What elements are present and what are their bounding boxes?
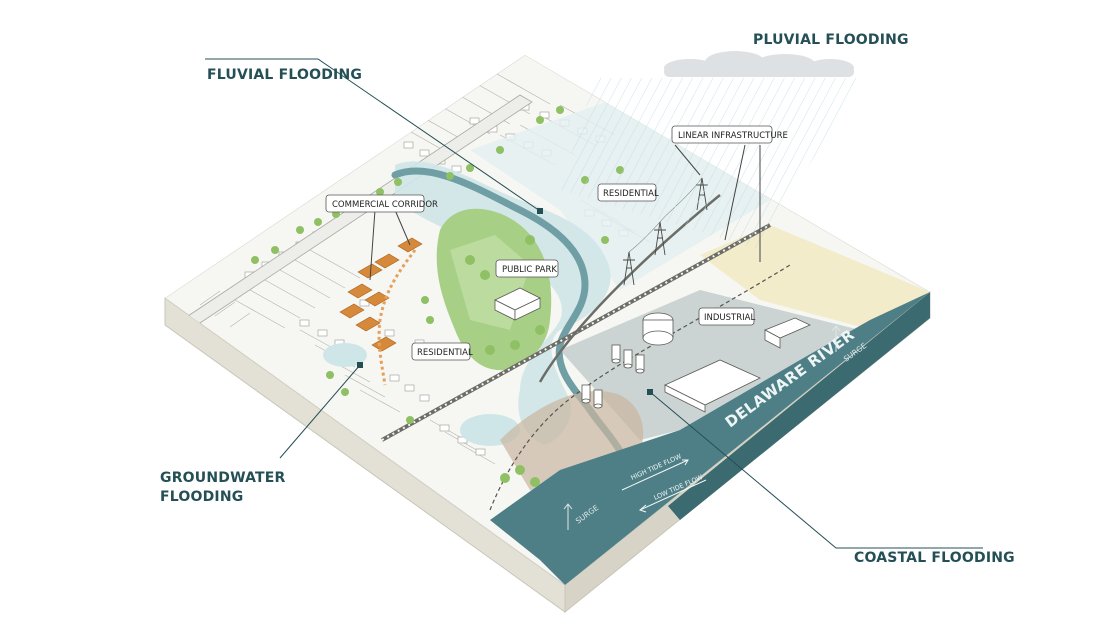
tag-residential-north: RESIDENTIAL — [597, 183, 659, 202]
fluvial-flooding-heading: FLUVIAL FLOODING — [207, 67, 362, 83]
pluvial-rain — [560, 78, 860, 250]
coastal-flooding-heading: COASTAL FLOODING — [854, 550, 1015, 566]
tag-industrial: INDUSTRIAL — [698, 307, 755, 326]
tag-residential-south-label: RESIDENTIAL — [417, 348, 473, 358]
pluvial-flooding-heading: PLUVIAL FLOODING — [753, 32, 909, 48]
commercial-path — [377, 249, 417, 386]
tag-commercial-corridor: COMMERCIAL CORRIDOR — [325, 194, 438, 213]
tag-residential-north-label: RESIDENTIAL — [603, 189, 659, 199]
tag-commercial-corridor-label: COMMERCIAL CORRIDOR — [332, 200, 438, 210]
tag-public-park-label: PUBLIC PARK — [502, 265, 557, 275]
leader-endpoints — [357, 208, 653, 395]
delaware-river — [490, 292, 930, 585]
rain-cloud-icon — [664, 51, 854, 77]
river-cut-side — [668, 292, 930, 520]
beach-strip — [700, 225, 930, 332]
tag-linear-infrastructure: LINEAR INFRASTRUCTURE — [671, 125, 788, 144]
tag-linear-infrastructure-label: LINEAR INFRASTRUCTURE — [678, 131, 788, 141]
leader-lines — [205, 58, 983, 549]
groundwater-flooding-heading-line2: FLOODING — [160, 489, 243, 505]
park-building — [494, 287, 541, 321]
tag-residential-south: RESIDENTIAL — [411, 342, 473, 361]
tag-industrial-label: INDUSTRIAL — [704, 313, 755, 323]
groundwater-flooding-heading-line1: GROUNDWATER — [160, 470, 286, 486]
tag-public-park: PUBLIC PARK — [495, 259, 559, 278]
groundwater-pond — [323, 343, 367, 367]
industrial-plant — [581, 312, 811, 413]
